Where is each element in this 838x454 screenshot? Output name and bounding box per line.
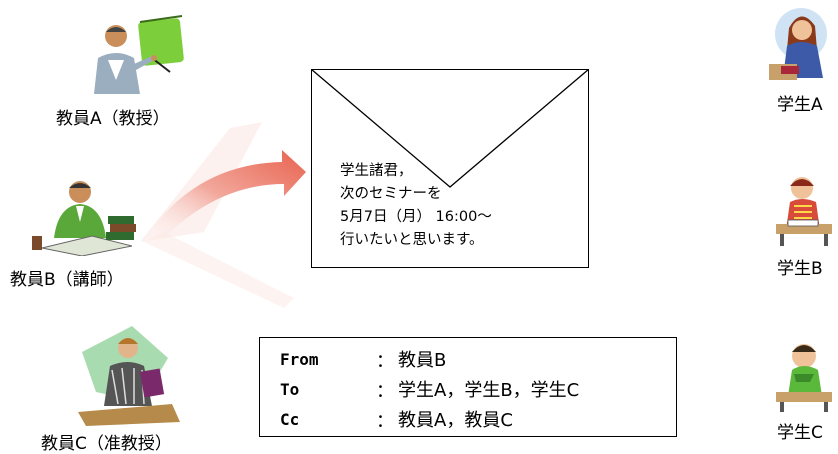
mail-header-separator: ：: [376, 351, 394, 372]
teacher-a-illustration: [82, 14, 192, 98]
student-a-illustration: [767, 6, 833, 82]
mail-header-value: 教員A，教員C: [398, 410, 513, 431]
teacher-a-label: 教員A（教授）: [56, 109, 170, 129]
mail-header-key: Cc: [280, 410, 300, 429]
mail-header-value: 学生A，学生B，学生C: [398, 380, 580, 401]
send-arrow: [134, 122, 314, 308]
mail-header-separator: ：: [376, 381, 394, 402]
envelope: [311, 69, 589, 268]
mail-header-box: From ： 教員B To ： 学生A，学生B，学生C Cc ： 教員A，教員C: [259, 337, 677, 437]
mail-header-key: To: [280, 380, 300, 399]
mail-header-key: From: [280, 350, 319, 369]
mail-header-separator: ：: [376, 411, 394, 432]
envelope-message-line: 学生諸君，: [340, 163, 413, 179]
student-c-label: 学生C: [777, 423, 823, 443]
teacher-c-illustration: [72, 322, 182, 426]
teacher-b-label: 教員B（講師）: [10, 270, 124, 290]
teacher-b-illustration: [32, 176, 140, 256]
envelope-message-line: 行いたいと思います。: [340, 232, 484, 248]
teacher-c-label: 教員C（准教授）: [41, 434, 172, 454]
student-c-illustration: [770, 336, 836, 412]
envelope-message: 学生諸君， 次のセミナーを 5月7日（月） 16:00～ 行いたいと思います。: [340, 160, 492, 252]
student-a-label: 学生A: [777, 95, 823, 115]
envelope-message-line: 次のセミナーを: [340, 186, 442, 202]
mail-header-value: 教員B: [398, 350, 447, 371]
student-b-illustration: [770, 172, 836, 246]
student-b-label: 学生B: [777, 259, 823, 279]
envelope-message-line: 5月7日（月） 16:00～: [340, 209, 492, 225]
